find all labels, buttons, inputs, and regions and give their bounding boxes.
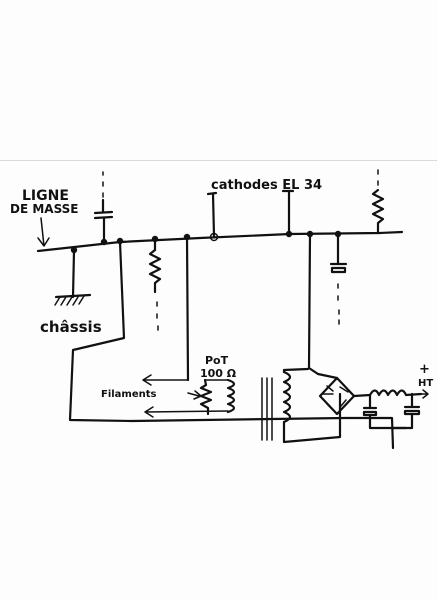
ht-winding-leads <box>282 367 342 444</box>
ht-output-arrow <box>420 389 429 399</box>
filter-cap-2-plate <box>403 405 421 416</box>
rectifier-ground-wire <box>307 232 320 376</box>
resistor-left <box>148 248 162 294</box>
filter-choke <box>368 389 423 397</box>
cathode-1-cap <box>206 191 218 196</box>
filter-cap-2-bottom <box>391 412 414 430</box>
cathode-1-node <box>209 232 219 242</box>
ht-winding <box>282 370 292 424</box>
label-ligne: LIGNE <box>22 188 69 204</box>
resistor-right <box>371 188 385 235</box>
filament-bus-wire <box>185 235 190 382</box>
label-pot: PoT <box>205 354 229 367</box>
cap-left-plate-1 <box>93 210 114 215</box>
junction-filament <box>183 233 191 241</box>
junction-return <box>116 237 124 245</box>
pot-resistor <box>199 378 213 416</box>
label-ht-plus: + <box>419 362 430 377</box>
label-filaments: Filaments <box>101 389 157 400</box>
chassis-wire <box>71 249 76 299</box>
return-wire <box>68 240 395 450</box>
junction-resistor-left <box>151 235 159 243</box>
cap-right-plate-2 <box>330 266 347 274</box>
junction-cap-left <box>100 238 108 246</box>
ground-bus-arrow <box>37 217 50 247</box>
chassis-ground-icon <box>54 293 92 306</box>
label-ht: HT <box>418 378 433 389</box>
resistor-left-dots <box>156 301 159 331</box>
filament-arrow-bottom <box>144 406 229 418</box>
filament-winding <box>226 378 236 414</box>
label-de-masse: DE MASSE <box>10 202 79 216</box>
junction-cathode-2 <box>285 230 293 238</box>
junction-chassis <box>70 246 78 254</box>
filament-arrow-top <box>142 374 189 386</box>
bridge-rectifier <box>316 372 356 416</box>
junction-cap-right <box>334 230 342 238</box>
label-pot-value: 100 Ω <box>200 367 237 380</box>
paper-edge <box>0 160 437 161</box>
ground-bus <box>36 230 404 253</box>
label-cathodes: cathodes EL 34 <box>211 178 322 193</box>
junction-rectifier <box>306 230 314 238</box>
cap-right-dots <box>337 283 340 325</box>
pot-wiper-arrow <box>187 390 202 400</box>
label-chassis: châssis <box>40 318 102 336</box>
filter-cap-1-plate <box>362 406 378 417</box>
cathode-1-lead <box>211 192 216 238</box>
rectifier-output-wire <box>352 393 372 398</box>
